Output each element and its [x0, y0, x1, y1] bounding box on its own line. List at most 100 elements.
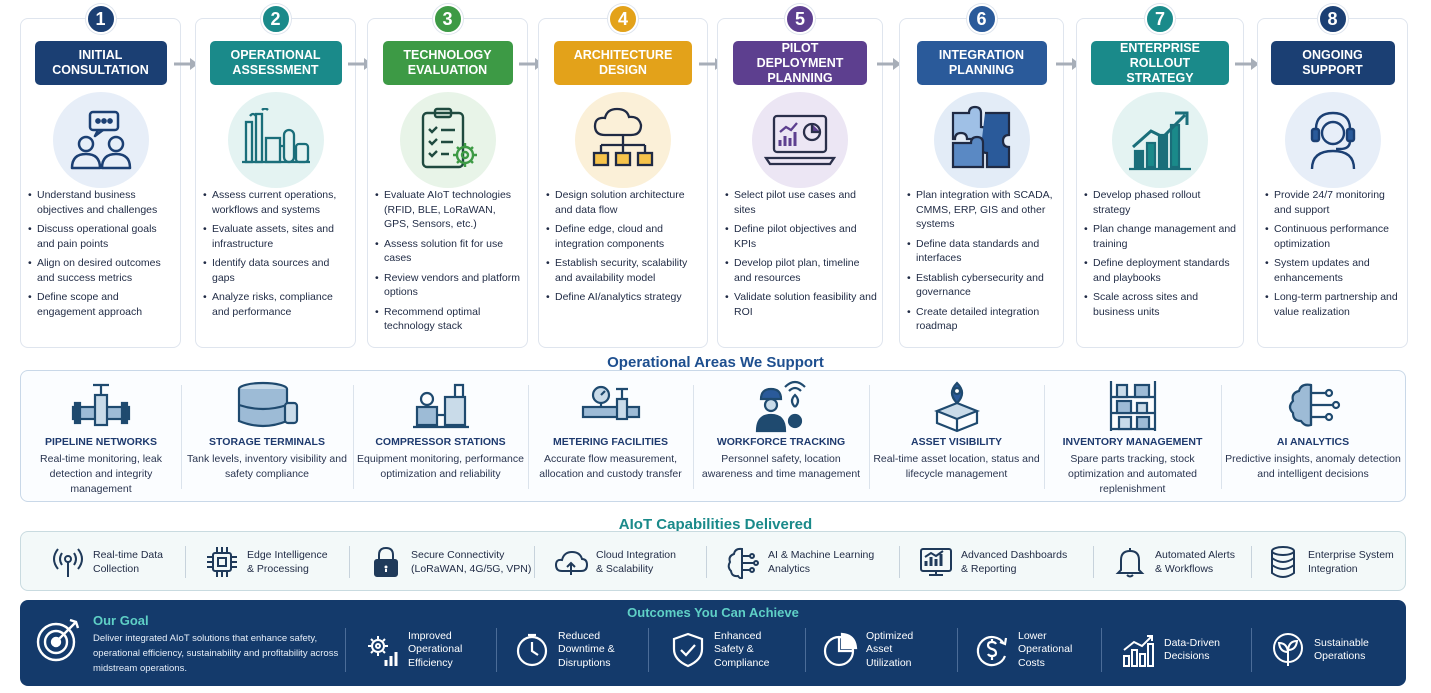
- divider: [496, 628, 497, 672]
- divider: [899, 546, 900, 578]
- step-bullets: Assess current operations, workflows and…: [203, 188, 350, 324]
- capability-item: AI & Machine Learning Analytics: [726, 532, 874, 592]
- area-description: Tank levels, inventory visibility and sa…: [187, 453, 347, 480]
- clock-icon: [516, 633, 548, 667]
- outcome-item: Sustainable Operations: [1270, 624, 1369, 676]
- goal-title: Our Goal: [93, 613, 149, 628]
- divider: [1221, 385, 1222, 489]
- step-bullet: Continuous performance optimization: [1265, 222, 1402, 251]
- area-title: INVENTORY MANAGEMENT: [1062, 436, 1203, 448]
- outcome-label: Enhanced Safety & Compliance: [714, 629, 770, 669]
- step-number: 1: [85, 4, 116, 34]
- area-compressor-stations: COMPRESSOR STATIONS Equipment monitoring…: [353, 371, 528, 503]
- step-bullet: Plan integration with SCADA, CMMS, ERP, …: [907, 188, 1058, 232]
- step-bullet: Scale across sites and business units: [1084, 290, 1238, 319]
- step-number: 3: [432, 4, 463, 34]
- step-bullet: Design solution architecture and data fl…: [546, 188, 702, 217]
- antenna-icon: [53, 548, 83, 577]
- step-bullet: Plan change management and training: [1084, 222, 1238, 251]
- step-title: ONGOING SUPPORT: [1270, 41, 1395, 85]
- step-bullet: Provide 24/7 monitoring and support: [1265, 188, 1402, 217]
- step-bullet: Evaluate assets, sites and infrastructur…: [203, 222, 350, 251]
- step-title: ENTERPRISE ROLLOUT STRATEGY: [1091, 41, 1229, 85]
- outcome-label: Reduced Downtime & Disruptions: [558, 629, 615, 669]
- area-metering-facilities: METERING FACILITIES Accurate flow measur…: [528, 371, 693, 503]
- gear-chart-icon: [368, 636, 398, 666]
- area-title: ASSET VISIBILITY: [910, 436, 1002, 448]
- area-title: STORAGE TERMINALS: [209, 436, 325, 448]
- capability-label: Real-time Data Collection: [93, 549, 164, 575]
- step-bullet: Evaluate AIoT technologies (RFID, BLE, L…: [375, 188, 522, 232]
- step-3: 3 TECHNOLOGY EVALUATION Evaluate AIoT te…: [367, 4, 528, 348]
- step-number: 5: [785, 4, 815, 34]
- growth-chart-icon: [1112, 92, 1208, 188]
- refinery-icon: [227, 92, 324, 188]
- capability-item: Edge Intelligence & Processing: [205, 532, 328, 592]
- step-bullet: Define pilot objectives and KPIs: [725, 222, 877, 251]
- capability-label: Secure Connectivity (LoRaWAN, 4G/5G, VPN…: [411, 549, 532, 575]
- step-bullet: Define AI/analytics strategy: [546, 290, 702, 305]
- step-number: 4: [608, 4, 638, 34]
- area-title: AI ANALYTICS: [1276, 436, 1350, 448]
- divider: [805, 628, 806, 672]
- divider: [693, 385, 694, 489]
- areas-section-title: Operational Areas We Support: [607, 354, 824, 371]
- divider: [1251, 628, 1252, 672]
- step-title: ARCHITECTURE DESIGN: [554, 41, 692, 85]
- area-pipeline-networks: PIPELINE NETWORKS Real-time monitoring, …: [21, 371, 181, 503]
- arrow-right-icon: [1235, 58, 1259, 70]
- step-bullet: Recommend optimal technology stack: [375, 305, 522, 334]
- step-bullet: Long-term partnership and value realizat…: [1265, 290, 1402, 319]
- capabilities: Real-time Data Collection Edge Intellige…: [20, 531, 1406, 591]
- divider: [349, 546, 350, 578]
- step-bullets: Provide 24/7 monitoring and support Cont…: [1265, 188, 1402, 324]
- step-bullet: Assess current operations, workflows and…: [203, 188, 350, 217]
- ai-brain-icon: [1288, 383, 1341, 427]
- step-bullet: Establish security, scalability and avai…: [546, 256, 702, 285]
- divider: [534, 546, 535, 578]
- area-description: Spare parts tracking, stock optimization…: [1068, 453, 1197, 495]
- capability-label: AI & Machine Learning Analytics: [768, 549, 875, 575]
- step-2: 2 OPERATIONAL ASSESSMENT Assess current …: [195, 4, 356, 348]
- step-bullets: Plan integration with SCADA, CMMS, ERP, …: [907, 188, 1058, 339]
- checklist-gear-icon: [399, 92, 496, 188]
- process-steps: 1 INITIAL CONSULTATION Understand busine…: [20, 4, 1408, 348]
- database-icon: [1271, 546, 1295, 578]
- step-bullet: Define scope and engagement approach: [28, 290, 175, 319]
- arrow-right-icon: [174, 58, 198, 70]
- cloud-icon: [554, 550, 588, 575]
- goal-banner: Our Goal Deliver integrated AIoT solutio…: [20, 600, 1406, 686]
- step-7: 7 ENTERPRISE ROLLOUT STRATEGY Develop ph…: [1076, 4, 1244, 348]
- capabilities-section-title: AIoT Capabilities Delivered: [618, 516, 813, 533]
- step-4: 4 ARCHITECTURE DESIGN Design solution ar…: [538, 4, 708, 348]
- target-icon: [36, 618, 80, 662]
- divider: [1044, 385, 1045, 489]
- outcome-item: Lower Operational Costs: [974, 624, 1072, 676]
- outcome-item: Enhanced Safety & Compliance: [670, 624, 769, 676]
- step-6: 6 INTEGRATION PLANNING Plan integration …: [899, 4, 1064, 348]
- divider: [1093, 546, 1094, 578]
- area-description: Real-time asset location, status and lif…: [873, 453, 1040, 480]
- outcome-item: Optimized Asset Utilization: [822, 624, 913, 676]
- step-bullet: Define data standards and interfaces: [907, 237, 1058, 266]
- dollar-icon: [976, 635, 1008, 667]
- step-bullet: Select pilot use cases and sites: [725, 188, 877, 217]
- divider: [869, 385, 870, 489]
- capability-item: Cloud Integration & Scalability: [554, 532, 676, 592]
- step-bullets: Select pilot use cases and sites Define …: [725, 188, 877, 324]
- laptop-dashboard-icon: [752, 92, 848, 188]
- step-bullets: Develop phased rollout strategy Plan cha…: [1084, 188, 1238, 324]
- outcome-label: Lower Operational Costs: [1018, 629, 1073, 669]
- step-bullets: Design solution architecture and data fl…: [546, 188, 702, 310]
- lock-icon: [374, 546, 398, 577]
- cloud-network-icon: [575, 92, 671, 188]
- operational-areas: PIPELINE NETWORKS Real-time monitoring, …: [20, 370, 1406, 502]
- divider: [181, 385, 182, 489]
- step-number: 7: [1145, 4, 1175, 34]
- step-bullets: Evaluate AIoT technologies (RFID, BLE, L…: [375, 188, 522, 339]
- pipeline-valve-icon: [71, 383, 131, 427]
- arrow-right-icon: [877, 58, 901, 70]
- shield-check-icon: [672, 632, 704, 668]
- dashboard-icon: [920, 548, 952, 576]
- outcomes-title: Outcomes You Can Achieve: [627, 605, 799, 620]
